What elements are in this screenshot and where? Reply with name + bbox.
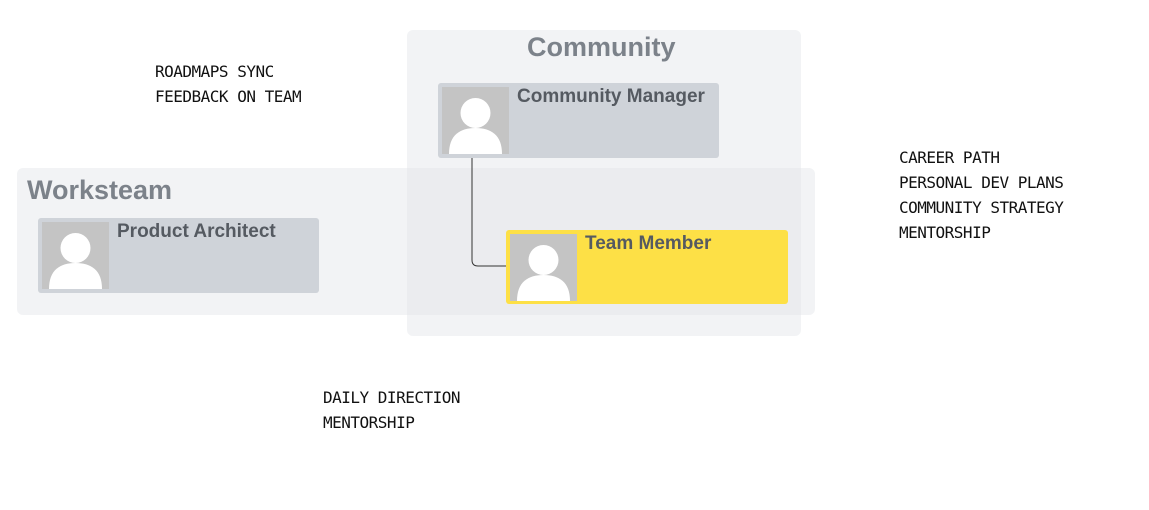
worksteam-group-title: Worksteam bbox=[27, 175, 173, 205]
note-line: MENTORSHIP bbox=[899, 223, 991, 242]
note-line: ROADMAPS SYNC bbox=[155, 62, 274, 81]
note-line: COMMUNITY STRATEGY bbox=[899, 198, 1064, 217]
team-member-title: Team Member bbox=[585, 233, 712, 254]
note-line: DAILY DIRECTION bbox=[323, 388, 461, 407]
note-line: CAREER PATH bbox=[899, 148, 1000, 167]
note-line: MENTORSHIP bbox=[323, 413, 415, 432]
product-architect-card[interactable]: Product Architect bbox=[38, 218, 319, 293]
person-silhouette-icon bbox=[510, 234, 577, 301]
person-silhouette-icon bbox=[42, 222, 109, 289]
note-bottom: DAILY DIRECTION MENTORSHIP bbox=[323, 385, 461, 435]
product-architect-title: Product Architect bbox=[117, 221, 276, 242]
note-line: PERSONAL DEV PLANS bbox=[899, 173, 1064, 192]
community-manager-card[interactable]: Community Manager bbox=[438, 83, 719, 158]
team-member-card[interactable]: Team Member bbox=[506, 230, 788, 304]
community-manager-title: Community Manager bbox=[517, 86, 705, 107]
note-right: CAREER PATH PERSONAL DEV PLANS COMMUNITY… bbox=[899, 145, 1064, 245]
note-line: FEEDBACK ON TEAM bbox=[155, 87, 302, 106]
person-silhouette-icon bbox=[442, 87, 509, 154]
note-top-left: ROADMAPS SYNC FEEDBACK ON TEAM bbox=[155, 59, 302, 109]
community-group-title: Community bbox=[527, 32, 676, 62]
